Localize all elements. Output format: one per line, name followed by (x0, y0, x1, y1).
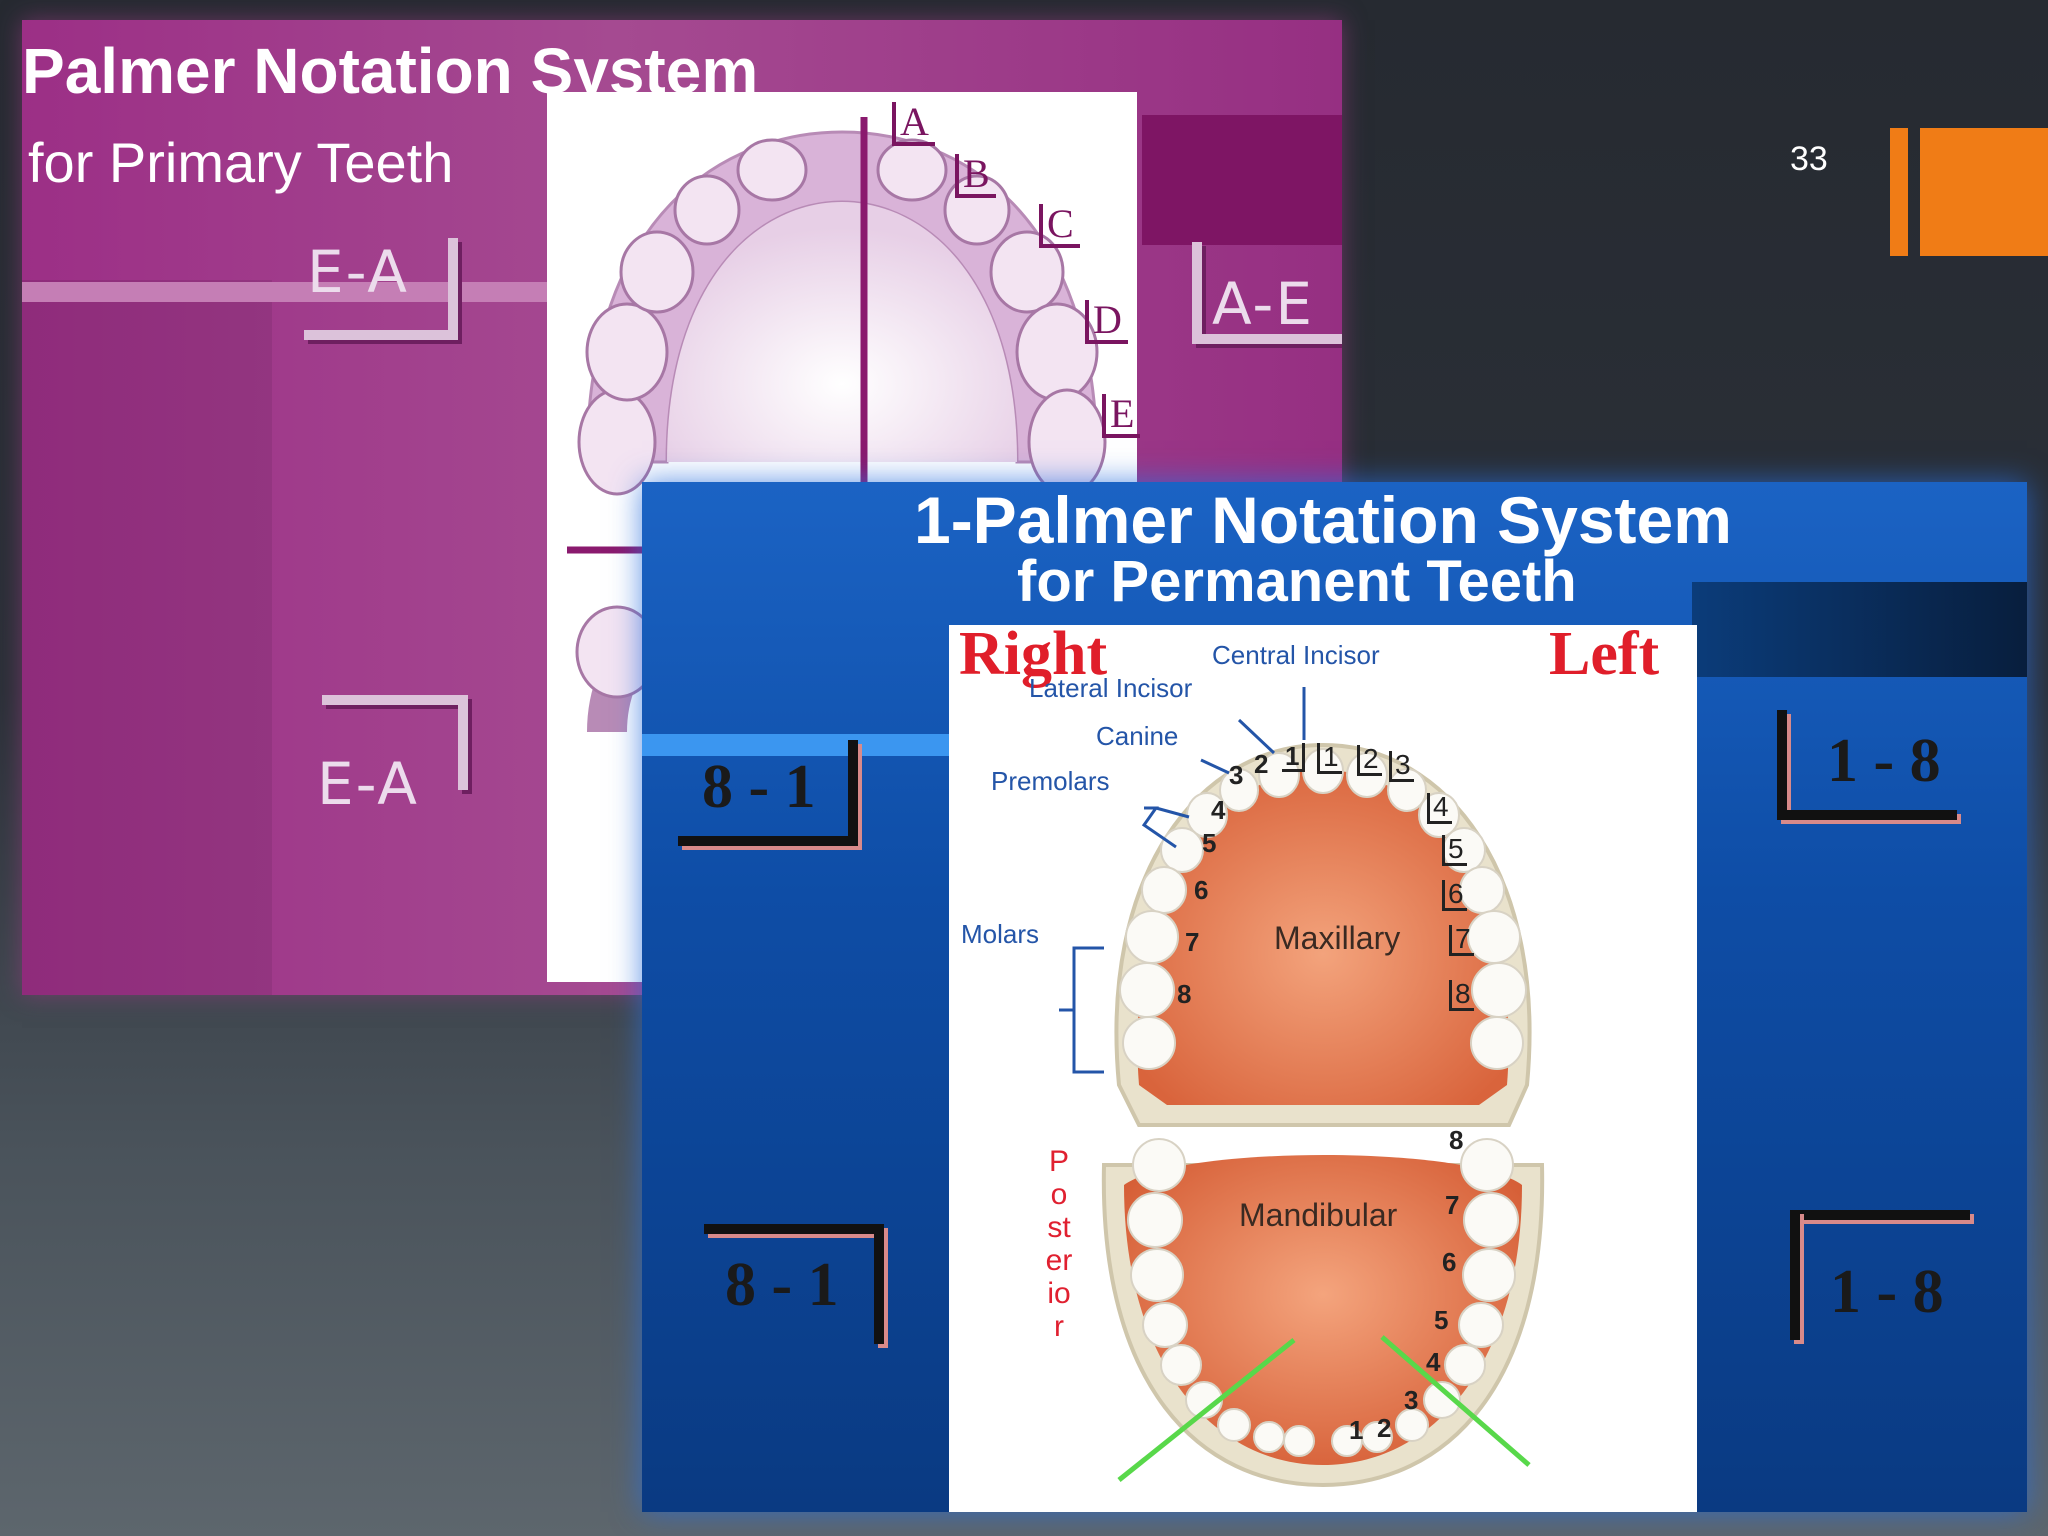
quadrant-bracket (678, 836, 858, 846)
decorative-band (642, 734, 952, 756)
left-side-label: Left (1549, 625, 1660, 688)
permanent-upper-right-quadrant-label: 8 - 1 (702, 753, 816, 821)
upper-left-number-7: 7 (1449, 925, 1474, 956)
tooth-letter-e: E (1102, 394, 1141, 438)
quadrant-bracket (1790, 1210, 1800, 1340)
upper-left-number-2: 2 (1357, 745, 1382, 776)
accent-bar-thin (1890, 128, 1908, 256)
quadrant-bracket (448, 238, 458, 330)
upper-right-number-4: 4 (1211, 795, 1226, 825)
upper-right-number-3: 3 (1229, 760, 1244, 790)
quadrant-bracket (458, 695, 468, 790)
permanent-lower-right-quadrant-label: 8 - 1 (725, 1251, 839, 1319)
accent-bar-thick (1920, 128, 2048, 256)
lower-left-number-8: 8 (1449, 1125, 1464, 1155)
upper-left-number-4: 4 (1427, 793, 1452, 824)
primary-slide-subtitle: for Primary Teeth (28, 131, 454, 194)
primary-upper-right-quadrant-label: E-A (307, 238, 409, 306)
upper-right-number-8: 8 (1177, 979, 1192, 1009)
lower-left-number-4: 4 (1426, 1347, 1441, 1377)
quadrant-bracket (304, 330, 458, 340)
quadrant-bracket (1192, 242, 1202, 342)
quadrant-bracket (874, 1224, 884, 1344)
upper-right-number-2: 2 (1254, 749, 1269, 779)
primary-upper-left-quadrant-label: A-E (1212, 270, 1314, 338)
quadrant-bracket (322, 695, 467, 705)
permanent-slide-subtitle: for Permanent Teeth (1017, 549, 1577, 614)
mandibular-label: Mandibular (1239, 1197, 1398, 1233)
lower-left-number-2: 2 (1377, 1413, 1392, 1443)
lower-left-number-1: 1 (1349, 1415, 1364, 1445)
decorative-band (1692, 582, 2027, 677)
permanent-arch-illustration (1059, 687, 1545, 1488)
tooth-letter-a: A (892, 102, 935, 146)
quadrant-bracket (1777, 710, 1787, 820)
upper-left-number-8: 8 (1449, 980, 1474, 1011)
permanent-slide-title: 1-Palmer Notation System (914, 483, 1732, 557)
tooth-letter-c: C (1039, 204, 1080, 248)
quadrant-bracket (1790, 1210, 1970, 1220)
permanent-lower-left-quadrant-label: 1 - 8 (1830, 1258, 1944, 1326)
quadrant-bracket (848, 740, 858, 846)
lateral-incisor-label: Lateral Incisor (1029, 673, 1193, 703)
upper-right-number-7: 7 (1185, 927, 1200, 957)
upper-left-number-5: 5 (1442, 835, 1467, 866)
permanent-upper-left-quadrant-label: 1 - 8 (1827, 727, 1941, 795)
quadrant-bracket (704, 1224, 884, 1234)
lower-left-number-7: 7 (1445, 1190, 1460, 1220)
lower-left-number-6: 6 (1442, 1247, 1457, 1277)
quadrant-bracket (1192, 334, 1342, 344)
lower-left-number-3: 3 (1404, 1385, 1419, 1415)
decorative-band (1142, 115, 1342, 245)
primary-lower-right-quadrant-label: E-A (317, 750, 419, 818)
primary-arch-illustration (567, 117, 1107, 733)
tooth-letter-d: D (1085, 300, 1128, 344)
upper-right-number-5: 5 (1202, 828, 1217, 858)
central-incisor-label: Central Incisor (1212, 640, 1380, 670)
quadrant-bracket (1777, 810, 1957, 820)
canine-label: Canine (1096, 721, 1179, 751)
molars-label: Molars (961, 919, 1040, 949)
permanent-teeth-slide: 1-Palmer Notation System for Permanent T… (642, 482, 2027, 1512)
upper-right-number-6: 6 (1194, 875, 1209, 905)
maxillary-label: Maxillary (1274, 920, 1401, 956)
right-side-label: Right (959, 625, 1108, 688)
upper-left-number-3: 3 (1389, 751, 1414, 782)
upper-left-number-6: 6 (1442, 880, 1467, 911)
permanent-dentition-diagram: Right Left Central Incisor Lateral Incis… (949, 625, 1697, 1512)
slide-number: 33 (1790, 140, 1828, 178)
upper-right-number-1: 1 (1282, 743, 1306, 772)
decorative-band (22, 282, 552, 302)
lower-left-number-5: 5 (1434, 1305, 1449, 1335)
tooth-letter-b: B (955, 154, 996, 198)
premolars-label: Premolars (991, 766, 1110, 796)
posterior-label: Posterior (1045, 1145, 1073, 1343)
upper-left-number-1: 1 (1317, 743, 1342, 774)
